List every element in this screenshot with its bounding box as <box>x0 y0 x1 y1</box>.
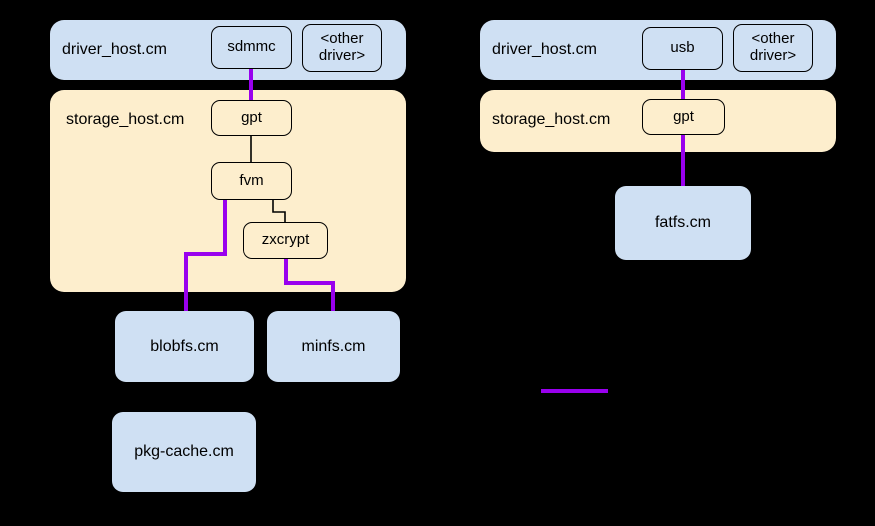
driver-node-other-driver-left[interactable]: <other driver> <box>302 24 382 72</box>
storage-node-gpt-right[interactable]: gpt <box>642 99 725 135</box>
component-blobfs[interactable]: blobfs.cm <box>115 311 254 382</box>
driver-node-other-driver-right[interactable]: <other driver> <box>733 24 813 72</box>
storage-node-fvm[interactable]: fvm <box>211 162 292 200</box>
driver-node-sdmmc[interactable]: sdmmc <box>211 26 292 69</box>
component-minfs[interactable]: minfs.cm <box>267 311 400 382</box>
storage-node-zxcrypt[interactable]: zxcrypt <box>243 222 328 259</box>
component-pkg-cache[interactable]: pkg-cache.cm <box>112 412 256 492</box>
right-storage-host-label: storage_host.cm <box>492 111 611 128</box>
left-storage-host-label: storage_host.cm <box>66 111 185 128</box>
storage-node-gpt-left[interactable]: gpt <box>211 100 292 136</box>
component-fatfs[interactable]: fatfs.cm <box>615 186 751 260</box>
left-driver-host-label: driver_host.cm <box>62 41 167 58</box>
driver-node-usb[interactable]: usb <box>642 27 723 70</box>
right-driver-host-label: driver_host.cm <box>492 41 597 58</box>
